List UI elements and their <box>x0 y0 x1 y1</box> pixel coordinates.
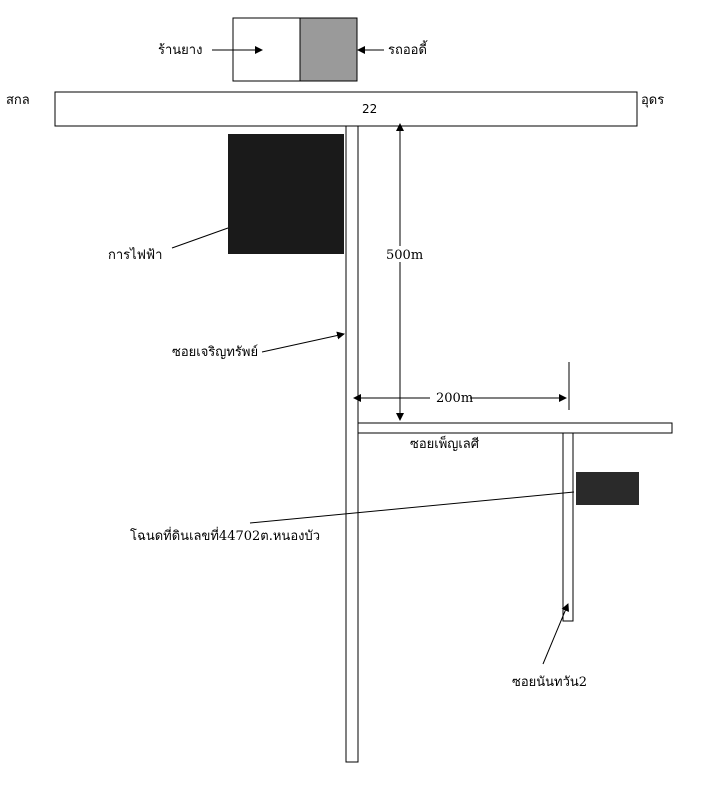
west-direction-label: สกล <box>6 93 30 108</box>
soi-small-label: ซอยนันทวัน2 <box>512 675 587 690</box>
highway-number-label: 22 <box>362 102 377 116</box>
electric-authority-label: การไฟฟ้า <box>108 247 162 263</box>
tire-shop-label: ร้านยาง <box>158 43 202 58</box>
distance-vertical-bg <box>384 246 418 262</box>
soi-main-arrow <box>261 331 345 353</box>
soi-side-label: ซอยเพ็ญเลศี <box>410 434 480 452</box>
land-deed-leader <box>249 491 575 524</box>
land-deed-block <box>576 472 639 505</box>
soi-side-road <box>357 422 673 434</box>
electric-authority-block <box>228 134 344 254</box>
soi-main-label: ซอยเจริญทรัพย์ <box>172 344 258 360</box>
soi-nantawan-road <box>562 432 574 622</box>
distance-vertical-label: 500m <box>386 248 423 263</box>
east-direction-label: อุดร <box>641 93 664 108</box>
car-dealer-label: รถออดี้ <box>388 40 428 58</box>
land-deed-label: โฉนดที่ดินเลขที่44702ต.หนองบัว <box>130 527 320 544</box>
highway-22-road <box>54 91 638 127</box>
electric-authority-leader <box>171 227 229 249</box>
distance-horizontal-bg <box>430 389 470 405</box>
soi-small-arrow <box>542 603 569 665</box>
car-dealer-building <box>299 17 358 82</box>
distance-horizontal-label: 200m <box>436 391 473 406</box>
soi-charoensap-road <box>345 125 359 763</box>
